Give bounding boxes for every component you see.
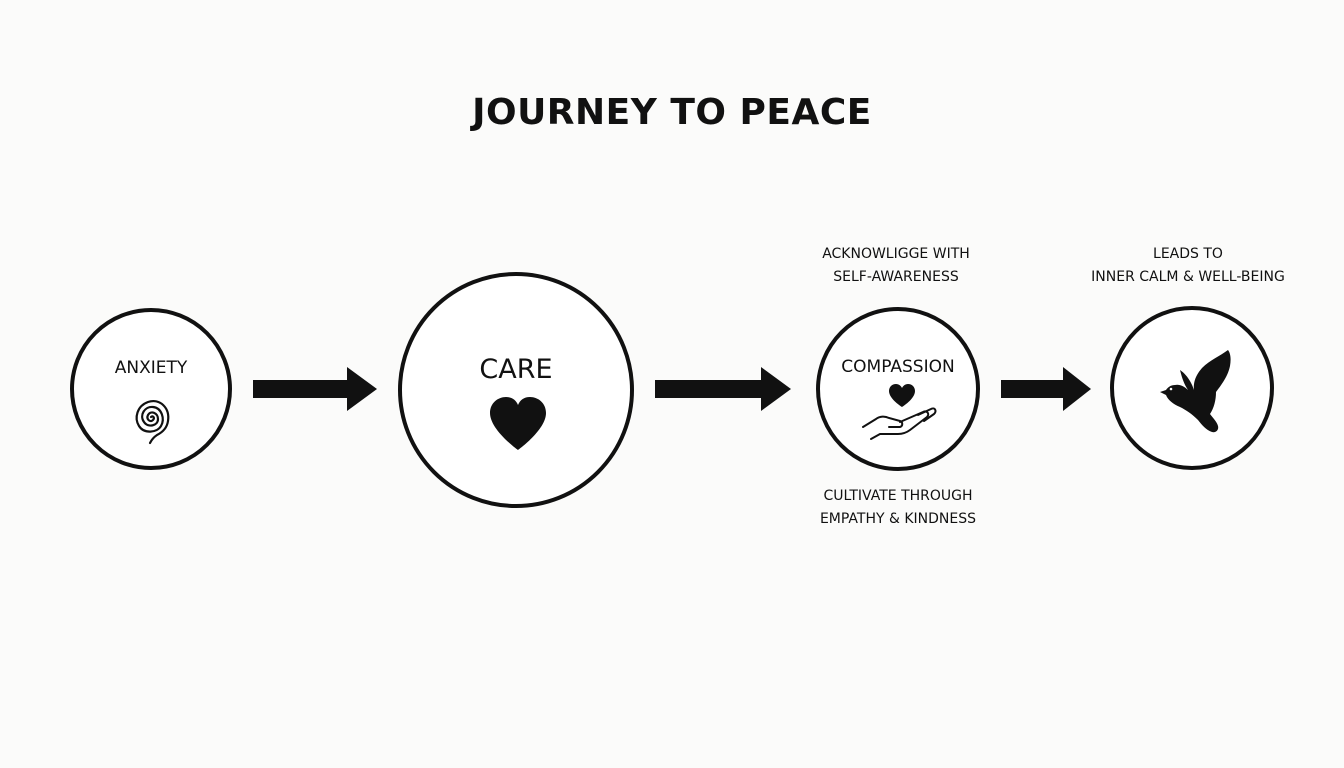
compassion-annotation-above: ACKNOWLIGGE WITH SELF-AWARENESS [776, 243, 1016, 289]
stage-compassion-label: COMPASSION [841, 357, 955, 377]
spiral-icon [135, 400, 170, 445]
compassion-annotation-above-line-1: ACKNOWLIGGE WITH [822, 246, 970, 262]
stage-compassion: COMPASSION [816, 307, 980, 471]
compassion-annotation-above-line-2: SELF-AWARENESS [833, 269, 959, 285]
stage-care: CARE [398, 272, 634, 508]
stage-peace [1110, 306, 1274, 470]
arrow-right-icon [655, 367, 791, 411]
compassion-annotation-below-line-2: EMPATHY & KINDNESS [819, 511, 977, 527]
heart-icon [490, 397, 546, 450]
compassion-annotation-below-line-1: CULTIVATE THROUGH [823, 488, 973, 504]
dove-icon [1160, 350, 1231, 433]
hand-holding-heart-icon [862, 384, 937, 440]
diagram-title: JOURNEY TO PEACE [472, 92, 872, 133]
arrow-right-icon [1001, 367, 1091, 411]
peace-annotation-above-line-1: LEADS TO [1153, 246, 1223, 262]
peace-annotation-above-line-2: INNER CALM & WELL-BEING [1091, 269, 1285, 285]
stage-anxiety: ANXIETY [70, 308, 232, 470]
compassion-annotation-below: CULTIVATE THROUGH EMPATHY & KINDNESS [768, 485, 1028, 531]
stage-care-label: CARE [479, 354, 553, 385]
peace-annotation-above: LEADS TO INNER CALM & WELL-BEING [1068, 243, 1308, 289]
stage-anxiety-label: ANXIETY [114, 358, 188, 378]
arrow-right-icon [253, 367, 377, 411]
